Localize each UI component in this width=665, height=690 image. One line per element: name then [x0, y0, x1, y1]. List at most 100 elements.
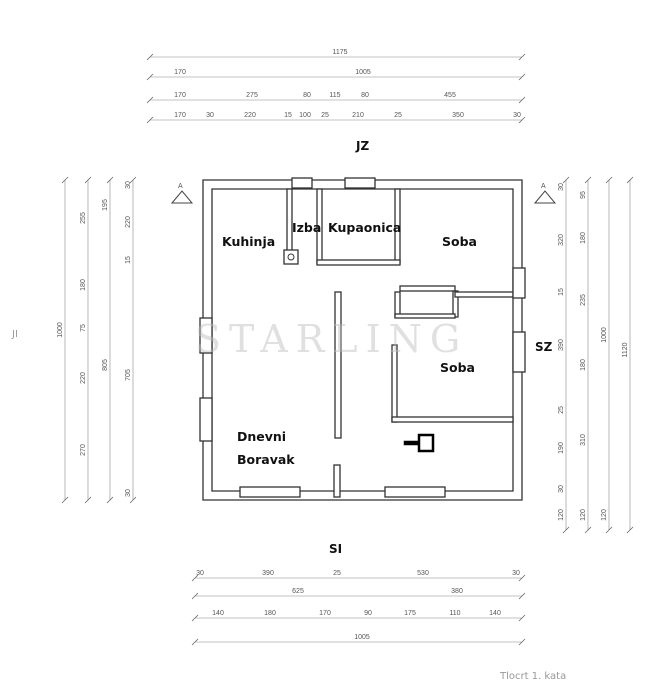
wall-entrance — [333, 464, 341, 498]
section-marker-right-label: A — [541, 183, 546, 190]
chimney — [283, 249, 299, 265]
dimension-tick — [584, 176, 592, 184]
dimension-tick — [605, 526, 613, 534]
dimension-label-top: 350 — [452, 112, 464, 119]
dimension-label-top: 220 — [244, 112, 256, 119]
room-label-dnevni: Dnevni — [237, 429, 286, 444]
dimension-label-top: 30 — [513, 112, 521, 119]
dimension-label-bottom: 1005 — [354, 634, 370, 641]
orientation-bottom: SI — [329, 542, 342, 556]
window-left-lower — [199, 397, 213, 442]
dimension-label-right: 120 — [558, 509, 565, 521]
window-izba — [291, 177, 313, 189]
dimension-label-bottom: 625 — [292, 588, 304, 595]
dimension-label-bottom: 140 — [212, 610, 224, 617]
dimension-label-left: 195 — [102, 199, 109, 211]
dimension-label-bottom: 30 — [196, 570, 204, 577]
room-label-kupaonica: Kupaonica — [328, 220, 401, 235]
window-kupaonica — [344, 177, 376, 189]
dimension-label-left: 30 — [125, 489, 132, 497]
dimension-tick — [605, 176, 613, 184]
plan-caption: Tlocrt 1. kata — [499, 671, 566, 682]
dimension-label-right: 120 — [601, 509, 608, 521]
dimension-label-top: 170 — [174, 112, 186, 119]
dimension-label-top: 80 — [361, 92, 369, 99]
dimension-tick — [61, 176, 69, 184]
dimension-label-top: 170 — [174, 69, 186, 76]
room-label-izba: Izba — [292, 220, 321, 235]
window-bottom-left — [239, 486, 301, 498]
wall-soba-1-left — [394, 291, 401, 318]
window-right-upper — [512, 267, 526, 299]
window-bottom-right — [384, 486, 446, 498]
dimension-label-bottom: 175 — [404, 610, 416, 617]
dimension-label-top: 1005 — [355, 69, 371, 76]
dimension-label-right: 30 — [558, 183, 565, 191]
dimension-label-right: 120 — [580, 509, 587, 521]
room-label-kuhinja: Kuhinja — [222, 234, 275, 249]
dimension-tick — [518, 96, 526, 104]
room-label-soba-1: Soba — [442, 234, 477, 249]
dimension-label-left: 15 — [125, 256, 132, 264]
dimension-label-left: 220 — [125, 216, 132, 228]
orientation-top: JZ — [355, 139, 369, 153]
dimension-tick — [626, 526, 634, 534]
dimension-label-left: 30 — [125, 181, 132, 189]
dimension-label-top: 15 — [284, 112, 292, 119]
wall-soba-2-bottom — [391, 416, 514, 423]
dimension-label-bottom: 30 — [512, 570, 520, 577]
dimension-tick — [129, 496, 137, 504]
dimension-label-top: 30 — [206, 112, 214, 119]
dimension-label-left: 255 — [80, 212, 87, 224]
dimension-label-bottom: 25 — [333, 570, 341, 577]
section-marker-left-label: A — [178, 183, 183, 190]
dimension-label-bottom: 380 — [451, 588, 463, 595]
dimension-tick — [518, 592, 526, 600]
dimension-label-right: 190 — [558, 442, 565, 454]
window-right-lower — [512, 331, 526, 373]
dimension-tick — [106, 176, 114, 184]
dimension-label-bottom: 110 — [449, 610, 460, 617]
dimension-label-top: 25 — [394, 112, 402, 119]
window-left-mid — [199, 317, 213, 354]
dimension-tick — [518, 638, 526, 646]
wall-soba-1-step-bottom — [394, 313, 456, 319]
dimension-label-bottom: 90 — [364, 610, 372, 617]
dimension-label-top: 1175 — [332, 49, 347, 56]
dimension-tick — [191, 638, 199, 646]
dimension-label-left: 220 — [80, 372, 87, 384]
dimension-label-right: 320 — [558, 234, 565, 246]
dimension-tick — [146, 116, 154, 124]
dimension-tick — [191, 574, 199, 582]
dimension-label-top: 275 — [246, 92, 258, 99]
dimension-tick — [584, 526, 592, 534]
dimension-label-right: 25 — [558, 406, 565, 414]
dimension-tick — [562, 526, 570, 534]
dimension-label-right: 180 — [580, 359, 587, 371]
dimension-tick — [518, 614, 526, 622]
orientation-left: JI — [11, 329, 18, 340]
room-label-boravak: Boravak — [237, 452, 295, 467]
outer-wall — [202, 179, 523, 501]
wall-soba-divider — [454, 291, 514, 298]
dimension-tick — [518, 116, 526, 124]
dimension-tick — [61, 496, 69, 504]
chimney-flue — [287, 253, 295, 261]
dimension-label-top: 25 — [321, 112, 329, 119]
dimension-tick — [84, 496, 92, 504]
dimension-tick — [146, 53, 154, 61]
dimension-label-right: 180 — [580, 232, 587, 244]
watermark: STARLING — [195, 317, 468, 361]
dimension-label-left: 1000 — [57, 322, 64, 338]
walls — [199, 177, 526, 501]
section-marker-right-icon — [533, 190, 557, 204]
dimension-label-top: 455 — [444, 92, 456, 99]
dimension-tick — [84, 176, 92, 184]
orientation-right: SZ — [535, 340, 553, 354]
section-markers: A A — [170, 183, 557, 204]
wall-soba-1-bottom — [399, 285, 456, 292]
dimension-tick — [191, 592, 199, 600]
dimension-label-bottom: 530 — [417, 570, 429, 577]
dimension-label-bottom: 180 — [264, 610, 276, 617]
